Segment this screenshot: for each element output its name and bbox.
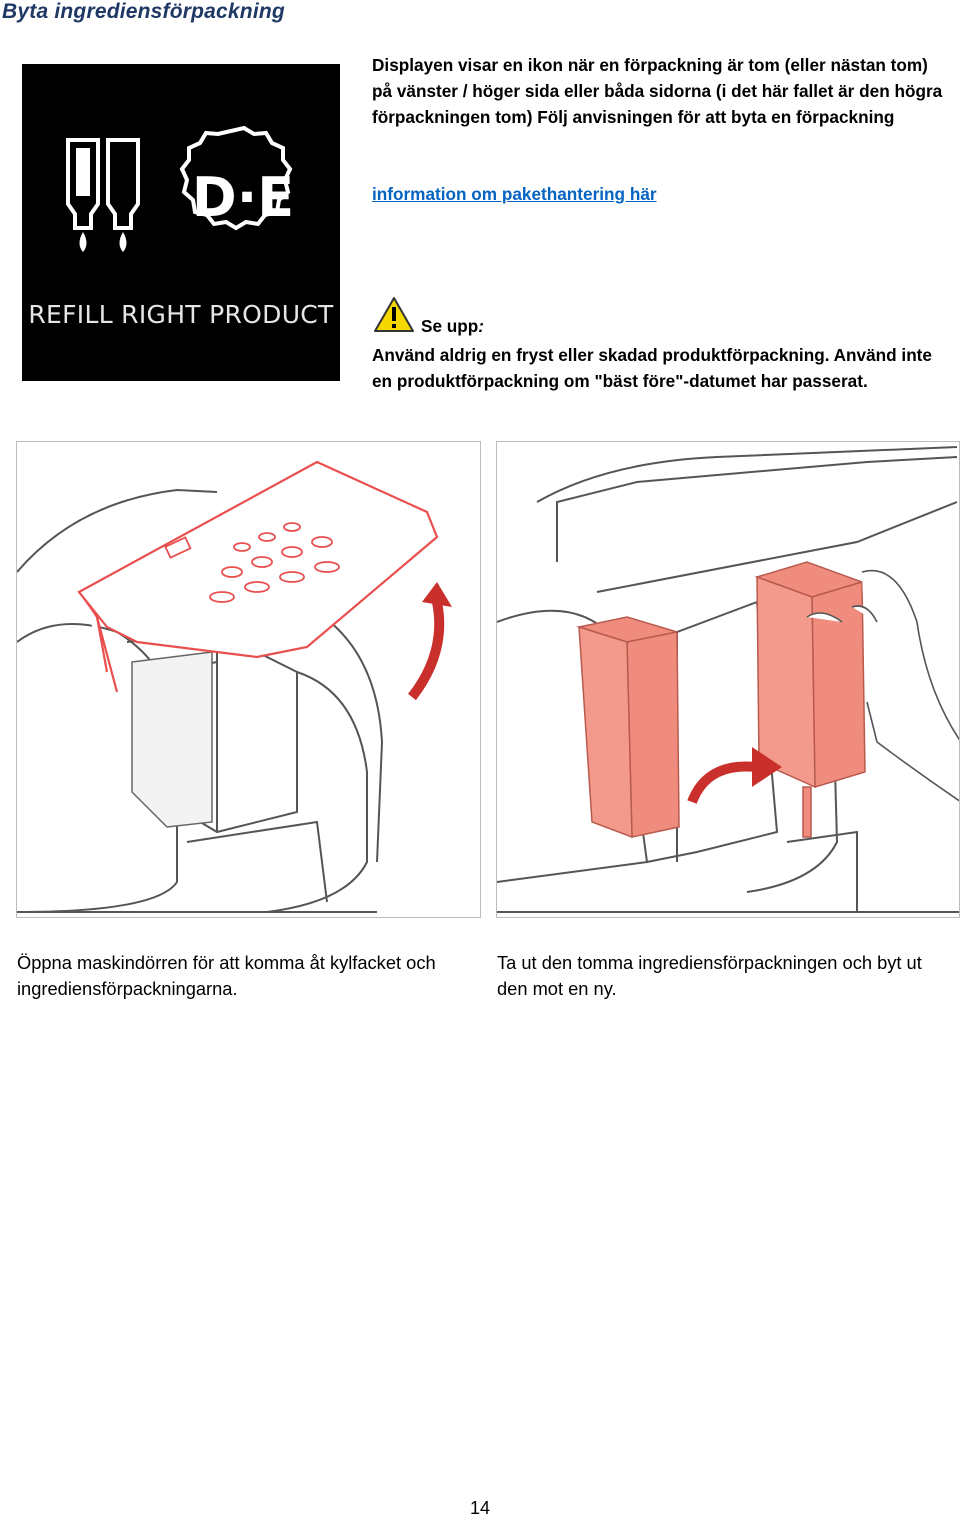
illustration-open-door <box>16 441 481 918</box>
illustration-replace-package <box>496 441 960 918</box>
page-title: Byta ingrediensförpackning <box>2 0 285 23</box>
warning-triangle-icon <box>374 297 414 332</box>
warning-label: Se upp: <box>421 316 485 336</box>
info-paragraph: Displayen visar en ikon när en förpackni… <box>372 55 943 127</box>
caption-open-door: Öppna maskindörren för att komma åt kylf… <box>17 952 436 999</box>
warning-paragraph: Använd aldrig en fryst eller skadad prod… <box>372 345 932 391</box>
caption-replace-package: Ta ut den tomma ingrediensförpackningen … <box>497 952 922 999</box>
svg-text:D·E: D·E <box>192 166 294 229</box>
package-empty-icon <box>66 138 140 252</box>
machine-open-door-illustration <box>17 460 452 913</box>
display-screen: D·E REFILL RIGHT PRODUCT <box>22 64 340 381</box>
de-logo-icon: D·E <box>179 125 294 231</box>
machine-replace-package-illustration <box>497 446 959 913</box>
package-info-link[interactable]: information om pakethantering här <box>372 184 657 204</box>
page-number: 14 <box>469 1498 491 1518</box>
display-caption: REFILL RIGHT PRODUCT <box>28 300 334 329</box>
